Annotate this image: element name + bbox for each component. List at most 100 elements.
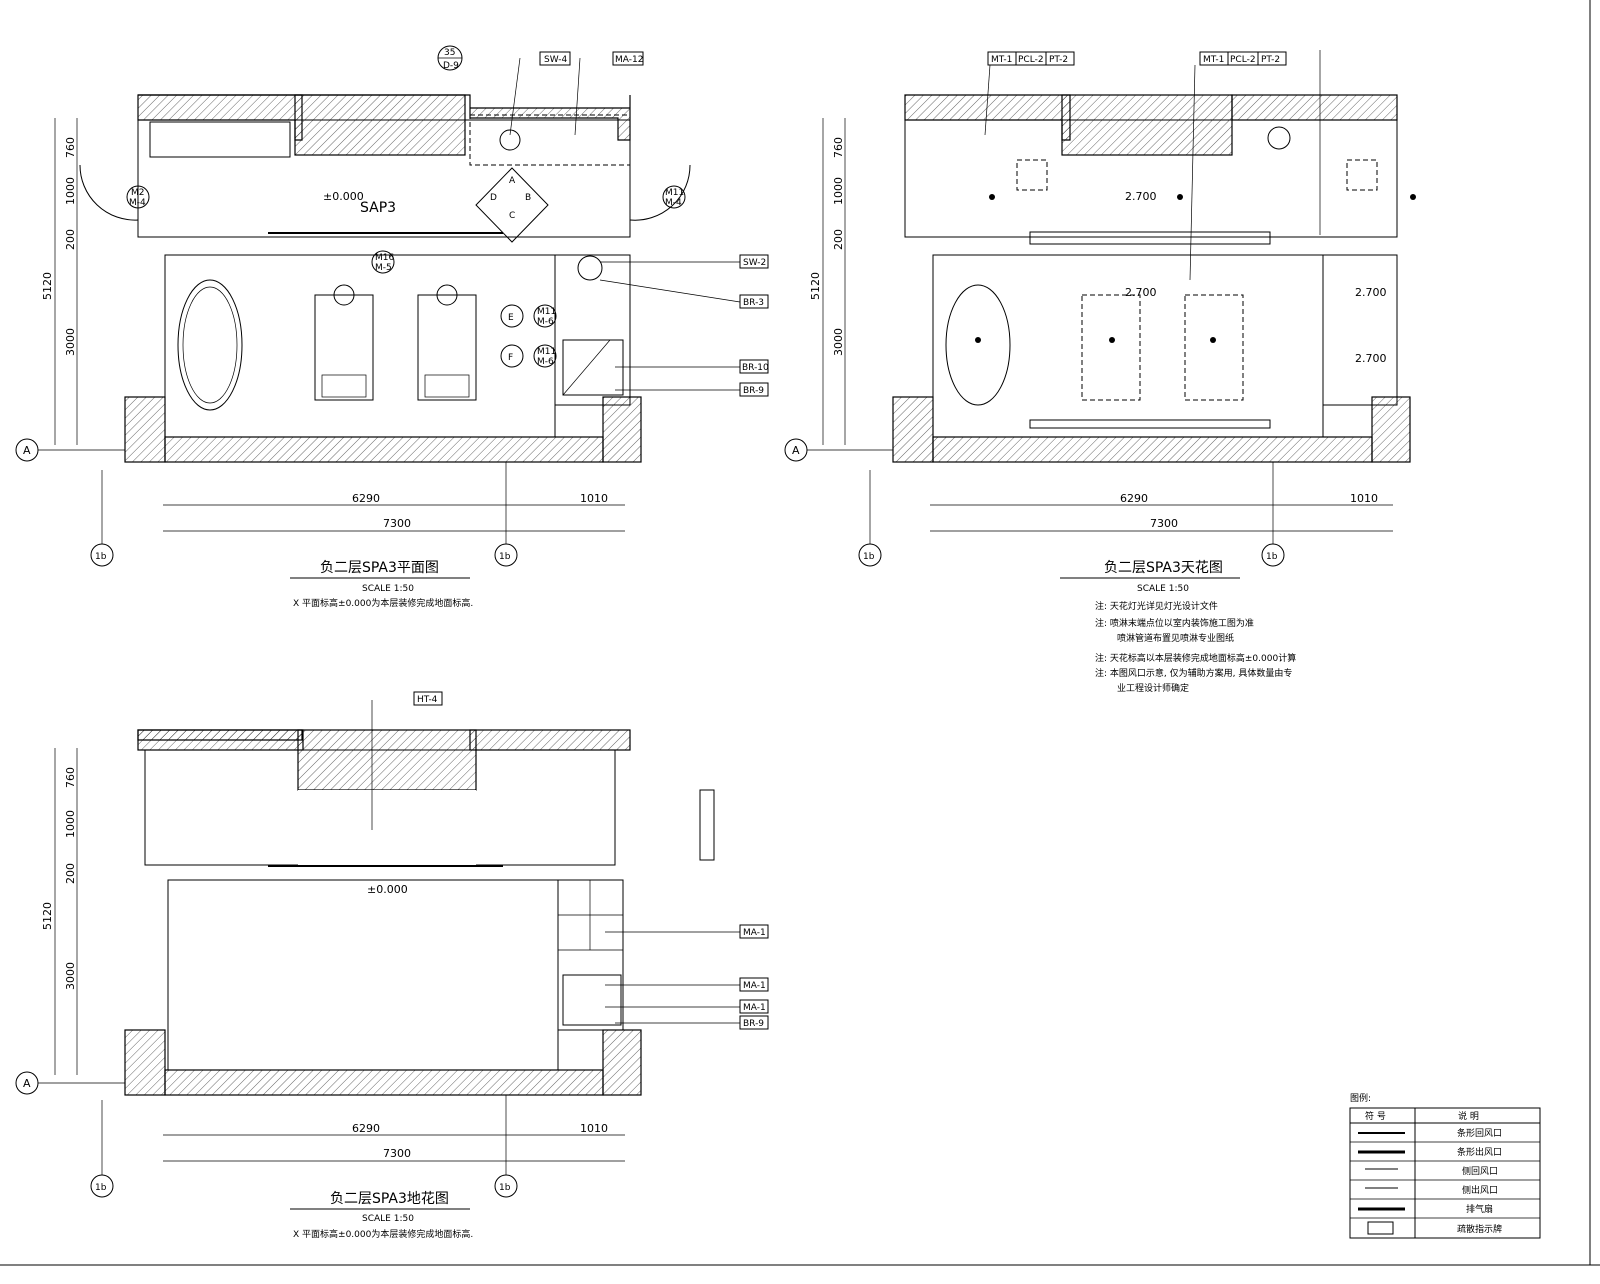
ceiling-level-4: 2.700 — [1355, 352, 1387, 365]
plan-bed-2-pad — [424, 374, 470, 398]
ceiling-wall-top-right — [1231, 94, 1398, 121]
ceiling-dim-760: 760 — [832, 137, 845, 158]
ceiling-wc — [1322, 254, 1398, 406]
floor-tag-ma1-b — [739, 977, 769, 992]
plan-tag-sw4 — [539, 51, 571, 66]
legend-row-2: 条形出风口 — [1457, 1146, 1502, 1158]
floor-wc — [557, 879, 624, 1031]
floor-mid-mask — [298, 790, 476, 865]
plan-level: ±0.000 — [323, 190, 364, 203]
plan-section-ref-num: 35 — [444, 48, 455, 58]
ceiling-downlight-4 — [989, 194, 995, 200]
plan-door-tag-1-id: M2 — [131, 188, 145, 198]
plan-title: 负二层SPA3平面图 — [320, 560, 439, 576]
plan-leader-4 — [599, 279, 741, 303]
plan-view: SAP3 ±0.000 A B C D E F M2 M-4 M11 M-4 M… — [15, 45, 769, 609]
plan-elev-e-marker — [500, 304, 524, 328]
floor-note: X 平面标高±0.000为本层装修完成地面标高. — [293, 1228, 473, 1240]
ceiling-main-room — [932, 254, 1324, 438]
plan-elevation-marker — [475, 167, 549, 243]
ceiling-note-1: 注: 天花灯光详见灯光设计文件 — [1095, 600, 1218, 612]
plan-elev-a: A — [509, 176, 516, 186]
plan-door-tag-3-id: M16 — [375, 253, 394, 263]
plan-dim-200: 200 — [64, 229, 77, 250]
plan-elev-e: E — [508, 313, 514, 323]
ceiling-dim-1010: 1010 — [1350, 492, 1378, 505]
ceiling-note-5: 注: 本图风口示意, 仅为辅助方案用, 具体数量由专 — [1095, 667, 1292, 679]
plan-shower — [562, 339, 624, 396]
floor-dim-5120: 5120 — [41, 902, 54, 930]
floor-tag-ht4-text: HT-4 — [417, 695, 438, 705]
ceiling-dim-3000: 3000 — [832, 328, 845, 356]
plan-elev-d: D — [490, 193, 497, 203]
legend-row-1: 条形回风口 — [1457, 1127, 1502, 1139]
ceiling-title: 负二层SPA3天花图 — [1104, 560, 1223, 576]
ceiling-level-1: 2.700 — [1125, 190, 1157, 203]
ceiling-tag-mt1-b-text: MT-1 — [1203, 55, 1224, 65]
floor-wall-bottom — [164, 1069, 604, 1096]
plan-leader-1 — [509, 57, 521, 136]
plan-column-right — [602, 396, 642, 463]
ceiling-fixture-2 — [1346, 159, 1378, 191]
floor-tag-ma1-a — [739, 924, 769, 939]
plan-dim-5120: 5120 — [41, 272, 54, 300]
floor-title: 负二层SPA3地花图 — [330, 1191, 449, 1207]
ceiling-wall-mid — [1061, 94, 1233, 156]
ceiling-bed-1-outline — [1081, 294, 1141, 401]
plan-column-left — [124, 396, 166, 463]
ceiling-leader-1 — [984, 64, 991, 136]
plan-wall-top-left — [137, 94, 303, 141]
ceiling-leader-2 — [1189, 64, 1196, 281]
plan-bathtub-inner — [182, 286, 238, 404]
plan-scale: SCALE 1:50 — [362, 584, 414, 594]
plan-wardrobe — [149, 121, 291, 158]
plan-elev-b: B — [525, 193, 531, 203]
ceiling-note-6: 业工程设计师确定 — [1117, 682, 1189, 694]
plan-grid-b2-label: 1b — [499, 552, 511, 562]
plan-shower-door — [562, 339, 611, 396]
plan-door-tag-3-type: M-5 — [375, 263, 392, 273]
legend-table — [1349, 1107, 1541, 1239]
plan-elev-c: C — [509, 211, 515, 221]
ceiling-diffuser-top — [1029, 231, 1271, 245]
ceiling-grid-b1-label: 1b — [863, 552, 875, 562]
plan-door-tag-2 — [662, 185, 686, 209]
plan-door-tag-4-type: M-6 — [537, 317, 554, 327]
plan-door-right — [629, 164, 691, 221]
floor-dim-200: 200 — [64, 863, 77, 884]
plan-tag-br10-text: BR-10 — [742, 363, 769, 373]
floor-tag-ma1-c-text: MA-1 — [743, 1003, 766, 1013]
plan-toilet — [577, 255, 603, 281]
ceiling-light-vanity — [1267, 126, 1291, 150]
legend: 图例: 符 号 说 明 条形回风口 条形出风口 侧回风口 侧出风口 排气扇 疏散… — [1349, 1092, 1541, 1239]
floor-grid-b1-label: 1b — [95, 1183, 107, 1193]
plan-door-tag-5-id: M11 — [537, 347, 556, 357]
ceiling-note-4: 注: 天花标高以本层装修完成地面标高±0.000计算 — [1095, 652, 1296, 664]
floor-planks-room — [167, 879, 559, 1071]
ceiling-grid-b2-label: 1b — [1266, 552, 1278, 562]
floor-grid-b2-label: 1b — [499, 1183, 511, 1193]
plan-grid-b1-label: 1b — [95, 552, 107, 562]
ceiling-column-left — [892, 396, 934, 463]
ceiling-level-3: 2.700 — [1355, 286, 1387, 299]
floor-tag-ht4 — [413, 691, 443, 706]
plan-elev-f: F — [508, 353, 513, 363]
legend-col-desc: 说 明 — [1458, 1110, 1479, 1122]
plan-tag-br3 — [739, 294, 769, 309]
plan-bed-1-headrest — [333, 284, 355, 306]
plan-grid-a-label: A — [23, 444, 31, 457]
plan-treatment-room — [164, 254, 556, 438]
plan-tag-sw4-text: SW-4 — [544, 55, 567, 65]
floor-dim-1010: 1010 — [580, 1122, 608, 1135]
ceiling-bed-2-outline — [1184, 294, 1244, 401]
plan-room-label: SAP3 — [360, 200, 396, 216]
plan-basin — [499, 129, 521, 151]
ceiling-wall-bottom — [932, 436, 1373, 463]
ceiling-dim-6290: 6290 — [1120, 492, 1148, 505]
floor-dim-7300: 7300 — [383, 1147, 411, 1160]
plan-note: X 平面标高±0.000为本层装修完成地面标高. — [293, 597, 473, 609]
plan-bed-1-pad — [321, 374, 367, 398]
plan-massage-bed-2 — [417, 294, 477, 401]
floor-dim-6290: 6290 — [352, 1122, 380, 1135]
